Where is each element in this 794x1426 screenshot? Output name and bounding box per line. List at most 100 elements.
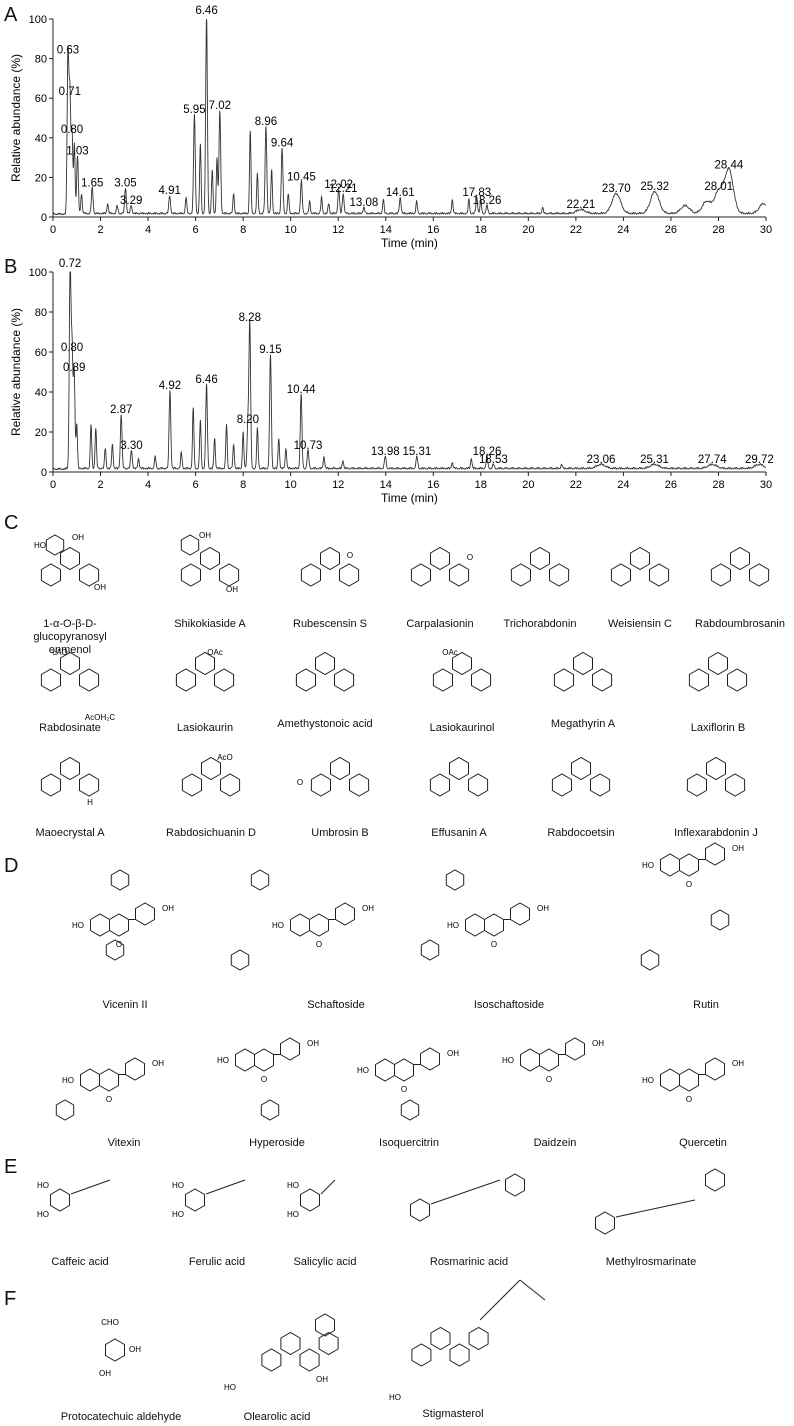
bond: [70, 1179, 111, 1195]
atom-label: O: [261, 1075, 267, 1084]
peak-label: 14.61: [386, 187, 415, 199]
ring-bond: [375, 1058, 395, 1082]
ring-bond: [201, 756, 221, 781]
atom-label: O: [467, 553, 473, 562]
y-tick-label: 80: [35, 54, 47, 66]
ring-bond: [195, 651, 215, 676]
ring-bond: [261, 1348, 282, 1372]
ring-bond: [505, 1173, 525, 1197]
peak-label: 25.32: [640, 181, 669, 193]
y-tick-label: 80: [35, 307, 47, 319]
ring-bond: [60, 651, 80, 676]
x-tick-label: 20: [522, 224, 534, 236]
ring-bond: [80, 1068, 100, 1092]
x-tick-label: 4: [145, 479, 151, 491]
ring-bond: [349, 773, 370, 797]
compound-name: Rutin: [693, 999, 719, 1011]
ring-bond: [688, 668, 709, 692]
compound-name: Daidzein: [533, 1137, 577, 1149]
atom-label: HO: [224, 1383, 236, 1392]
ring-bond: [40, 773, 61, 797]
atom-label: OH: [307, 1039, 319, 1048]
chromatogram-trace: [52, 18, 766, 216]
ring-bond: [410, 563, 431, 587]
y-tick-label: 40: [35, 387, 47, 399]
ring-bond: [471, 668, 492, 692]
ring-bond: [725, 773, 746, 797]
ring-bond: [55, 1099, 75, 1121]
atom-label: OH: [162, 904, 174, 913]
bond: [479, 1279, 521, 1321]
x-tick-label: 0: [50, 479, 56, 491]
peak-label: 25.31: [640, 454, 669, 466]
atom-label: HO: [37, 1210, 49, 1219]
ring-bond: [79, 563, 100, 587]
ring-bond: [553, 668, 574, 692]
ring-bond: [105, 1338, 125, 1362]
y-tick-label: 20: [35, 172, 47, 184]
ring-bond: [318, 1331, 339, 1356]
ring-bond: [300, 563, 321, 587]
ring-bond: [595, 1211, 615, 1235]
peak-label: 12.02: [324, 179, 353, 191]
ring-bond: [299, 1348, 320, 1372]
ring-bond: [590, 773, 611, 797]
peak-label: 12.21: [329, 183, 358, 195]
ring-bond: [411, 1343, 432, 1367]
ring-bond: [710, 909, 730, 931]
ring-bond: [290, 913, 310, 937]
ring-bond: [549, 563, 570, 587]
x-tick-label: 8: [240, 224, 246, 236]
peak-label: 3.29: [120, 195, 142, 207]
compound-name: Rosmarinic acid: [429, 1256, 509, 1268]
atom-label: HO: [642, 1076, 654, 1085]
ring-bond: [649, 563, 670, 587]
peak-label: 23.70: [602, 183, 631, 195]
peak-label: 17.83: [462, 187, 491, 199]
atom-label: HO: [287, 1210, 299, 1219]
atom-label: OH: [72, 533, 84, 542]
ring-bond: [400, 1099, 420, 1121]
ring-bond: [551, 773, 572, 797]
atom-label: HO: [447, 921, 459, 930]
ring-bond: [705, 842, 725, 866]
ring-bond: [679, 853, 699, 877]
compound-name: Amethystonoic acid: [277, 718, 373, 730]
ring-bond: [429, 773, 450, 797]
ring-bond: [432, 668, 453, 692]
x-tick-label: 24: [617, 479, 629, 491]
ring-bond: [60, 546, 80, 571]
atom-label: AcO: [217, 753, 233, 762]
atom-label: HO: [172, 1210, 184, 1219]
atom-label: OH: [152, 1059, 164, 1068]
x-tick-label: 12: [332, 479, 344, 491]
atom-label: HO: [272, 921, 284, 930]
x-tick-label: 30: [760, 479, 772, 491]
bond: [205, 1179, 246, 1195]
x-axis-label: Time (min): [381, 236, 438, 250]
peak-label: 0.80: [61, 342, 83, 354]
bond: [615, 1199, 696, 1218]
ring-bond: [539, 1048, 559, 1072]
ring-bond: [109, 913, 129, 937]
atom-label: O: [686, 880, 692, 889]
peak-label: 18.53: [479, 454, 508, 466]
ring-bond: [520, 1048, 540, 1072]
compound-name: Megathyrin A: [550, 718, 616, 730]
peak-label: 6.46: [195, 5, 217, 17]
atom-label: OH: [226, 585, 238, 594]
ring-bond: [180, 563, 201, 587]
peak-label: 18.26: [473, 446, 502, 458]
panel-label-b: B: [4, 256, 18, 278]
ring-bond: [320, 546, 340, 571]
compound-name: Caffeic acid: [51, 1256, 109, 1268]
compound-name: Rabdocoetsin: [547, 827, 615, 839]
y-axis-label: Relative abundance (%): [9, 54, 23, 182]
atom-label: HO: [72, 921, 84, 930]
compound-name: Rabdosichuanin D: [166, 827, 256, 839]
ring-bond: [309, 913, 329, 937]
panel-label-a: A: [4, 4, 18, 26]
x-tick-label: 16: [427, 479, 439, 491]
compound-name: Rabdoumbrosanin: [695, 618, 785, 630]
